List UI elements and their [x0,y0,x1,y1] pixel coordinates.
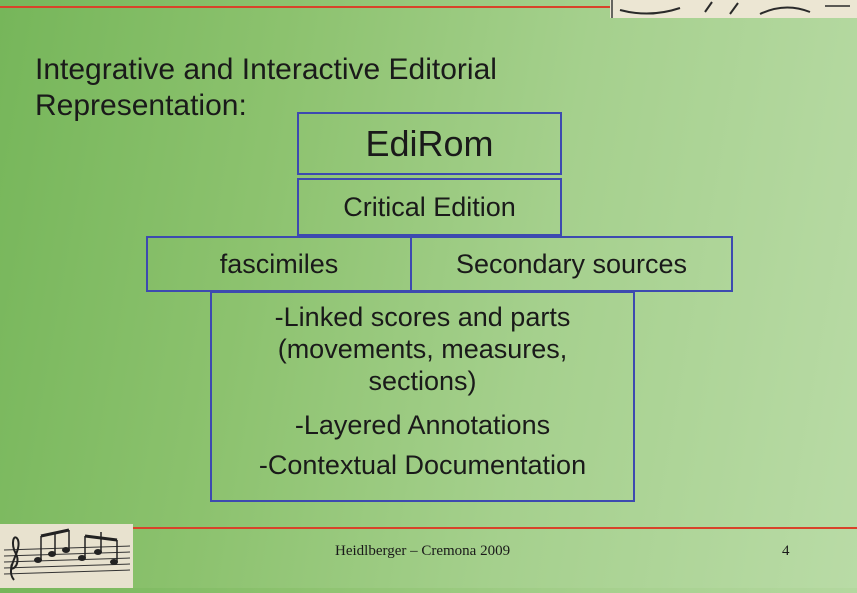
edirom-box: EdiRom [297,112,562,175]
linked-scores-item: -Linked scores and parts (movements, mea… [212,301,633,397]
slide-title-line-1: Integrative and Interactive Editorial [35,53,497,86]
fascimiles-box: fascimiles [146,236,412,292]
top-divider [0,6,610,8]
layered-annotations-item: -Layered Annotations [294,410,551,440]
secondary-sources-box: Secondary sources [410,236,733,292]
slide-title-line-2: Representation: [35,89,247,122]
features-box: -Linked scores and parts (movements, mea… [210,291,635,502]
linked-scores-line-2: (movements, measures, [277,334,568,364]
page-number: 4 [782,543,790,559]
slide-title: Integrative and Interactive Editorial Re… [35,52,497,124]
contextual-documentation-item: -Contextual Documentation [258,450,587,480]
footer-citation: Heidlberger – Cremona 2009 [335,543,511,559]
critical-edition-box: Critical Edition [297,178,562,236]
sheet-music-corner-icon [610,0,857,18]
sheet-music-footer-icon [0,524,133,588]
bottom-divider [133,527,857,529]
linked-scores-line-3: sections) [368,366,477,396]
linked-scores-line-1: -Linked scores and parts [274,302,571,332]
